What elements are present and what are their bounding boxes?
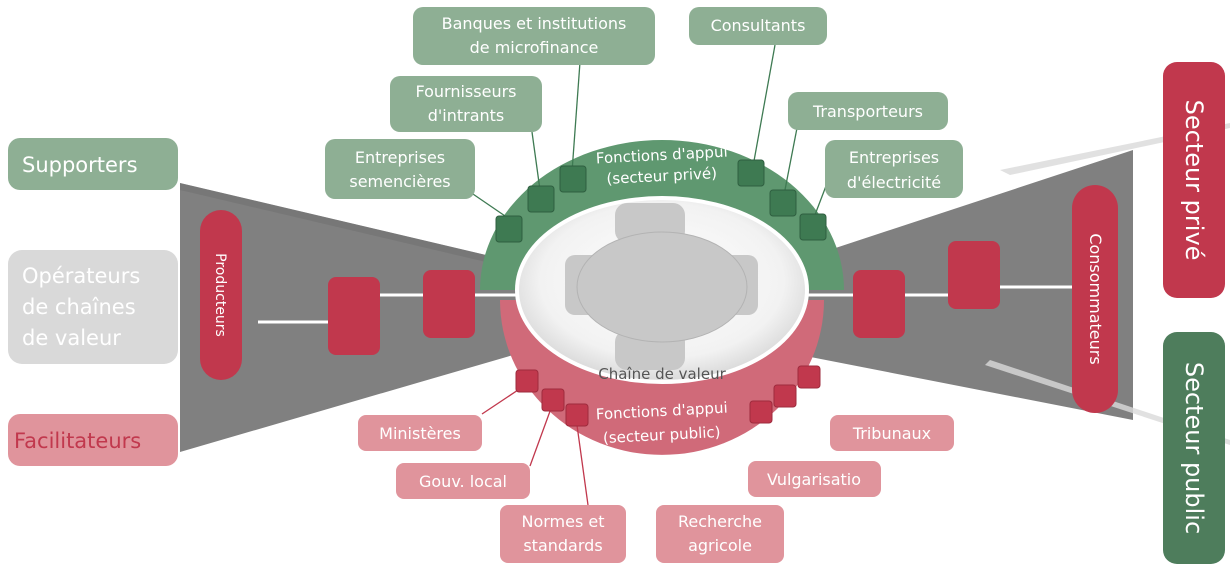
operators-label-line2: de chaînes [22, 295, 136, 319]
facilitators-box [8, 414, 178, 466]
consumers-label: Consommateurs [1086, 233, 1105, 364]
private-actor-markers [495, 159, 827, 243]
actor-consultants: Consultants [689, 7, 827, 45]
svg-text:Consultants: Consultants [711, 16, 806, 35]
actor-inputs: Fournisseurs d'intrants [390, 76, 542, 132]
public-actor-markers [515, 365, 821, 427]
actor-courts: Tribunaux [830, 415, 954, 451]
svg-text:d'électricité: d'électricité [847, 173, 941, 192]
svg-text:Banques et institutions: Banques et institutions [442, 14, 627, 33]
consumers-pill [1072, 185, 1118, 413]
svg-text:Gouv. local: Gouv. local [419, 472, 507, 491]
private-connectors [469, 44, 827, 221]
actor-electricity: Entreprises d'électricité [825, 140, 963, 198]
actor-ministries: Ministères [358, 415, 482, 451]
svg-text:Vulgarisatio: Vulgarisatio [767, 470, 861, 489]
actor-transport: Transporteurs [788, 92, 948, 130]
chain-actor-block [853, 270, 905, 338]
public-sector-pill [1163, 332, 1225, 564]
operators-label-line1: Opérateurs [22, 264, 140, 288]
public-sector-label: Secteur public [1180, 362, 1208, 534]
private-sector-label: Secteur privé [1180, 100, 1208, 261]
supporters-label: Supporters [22, 153, 138, 177]
svg-text:Ministères: Ministères [379, 424, 461, 443]
operators-label-line3: de valeur [22, 326, 121, 350]
actor-banks: Banques et institutions de microfinance [413, 7, 655, 65]
chain-actor-block [423, 270, 475, 338]
actor-extension: Vulgarisatio [748, 461, 881, 497]
actor-research: Recherche agricole [656, 505, 784, 563]
svg-text:Normes et: Normes et [521, 512, 604, 531]
svg-text:d'intrants: d'intrants [428, 106, 505, 125]
svg-text:Entreprises: Entreprises [849, 148, 939, 167]
facilitators-label: Facilitateurs [14, 429, 141, 453]
actor-standards: Normes et standards [500, 505, 626, 563]
center-label: Chaîne de valeur [598, 365, 726, 383]
svg-text:semencières: semencières [349, 172, 450, 191]
svg-text:Recherche: Recherche [678, 512, 762, 531]
actor-local-gov: Gouv. local [396, 463, 530, 499]
private-funnel-shading [180, 183, 520, 270]
chain-actor-block [328, 277, 380, 355]
private-sector-pill [1163, 62, 1225, 298]
producers-label: Producteurs [212, 253, 228, 337]
svg-text:Fournisseurs: Fournisseurs [415, 82, 516, 101]
operators-box [8, 250, 178, 364]
svg-text:Transporteurs: Transporteurs [812, 102, 923, 121]
svg-text:Entreprises: Entreprises [355, 148, 445, 167]
actor-seeds: Entreprises semencières [325, 139, 475, 199]
svg-text:standards: standards [523, 536, 602, 555]
svg-text:de microfinance: de microfinance [470, 38, 599, 57]
chain-actor-block [948, 241, 1000, 309]
producers-pill [200, 210, 242, 380]
svg-text:Tribunaux: Tribunaux [852, 424, 931, 443]
svg-text:agricole: agricole [688, 536, 752, 555]
private-ring-title-line2: (secteur privé) [606, 164, 717, 188]
supporters-box [8, 138, 178, 190]
table-oval [576, 231, 748, 343]
